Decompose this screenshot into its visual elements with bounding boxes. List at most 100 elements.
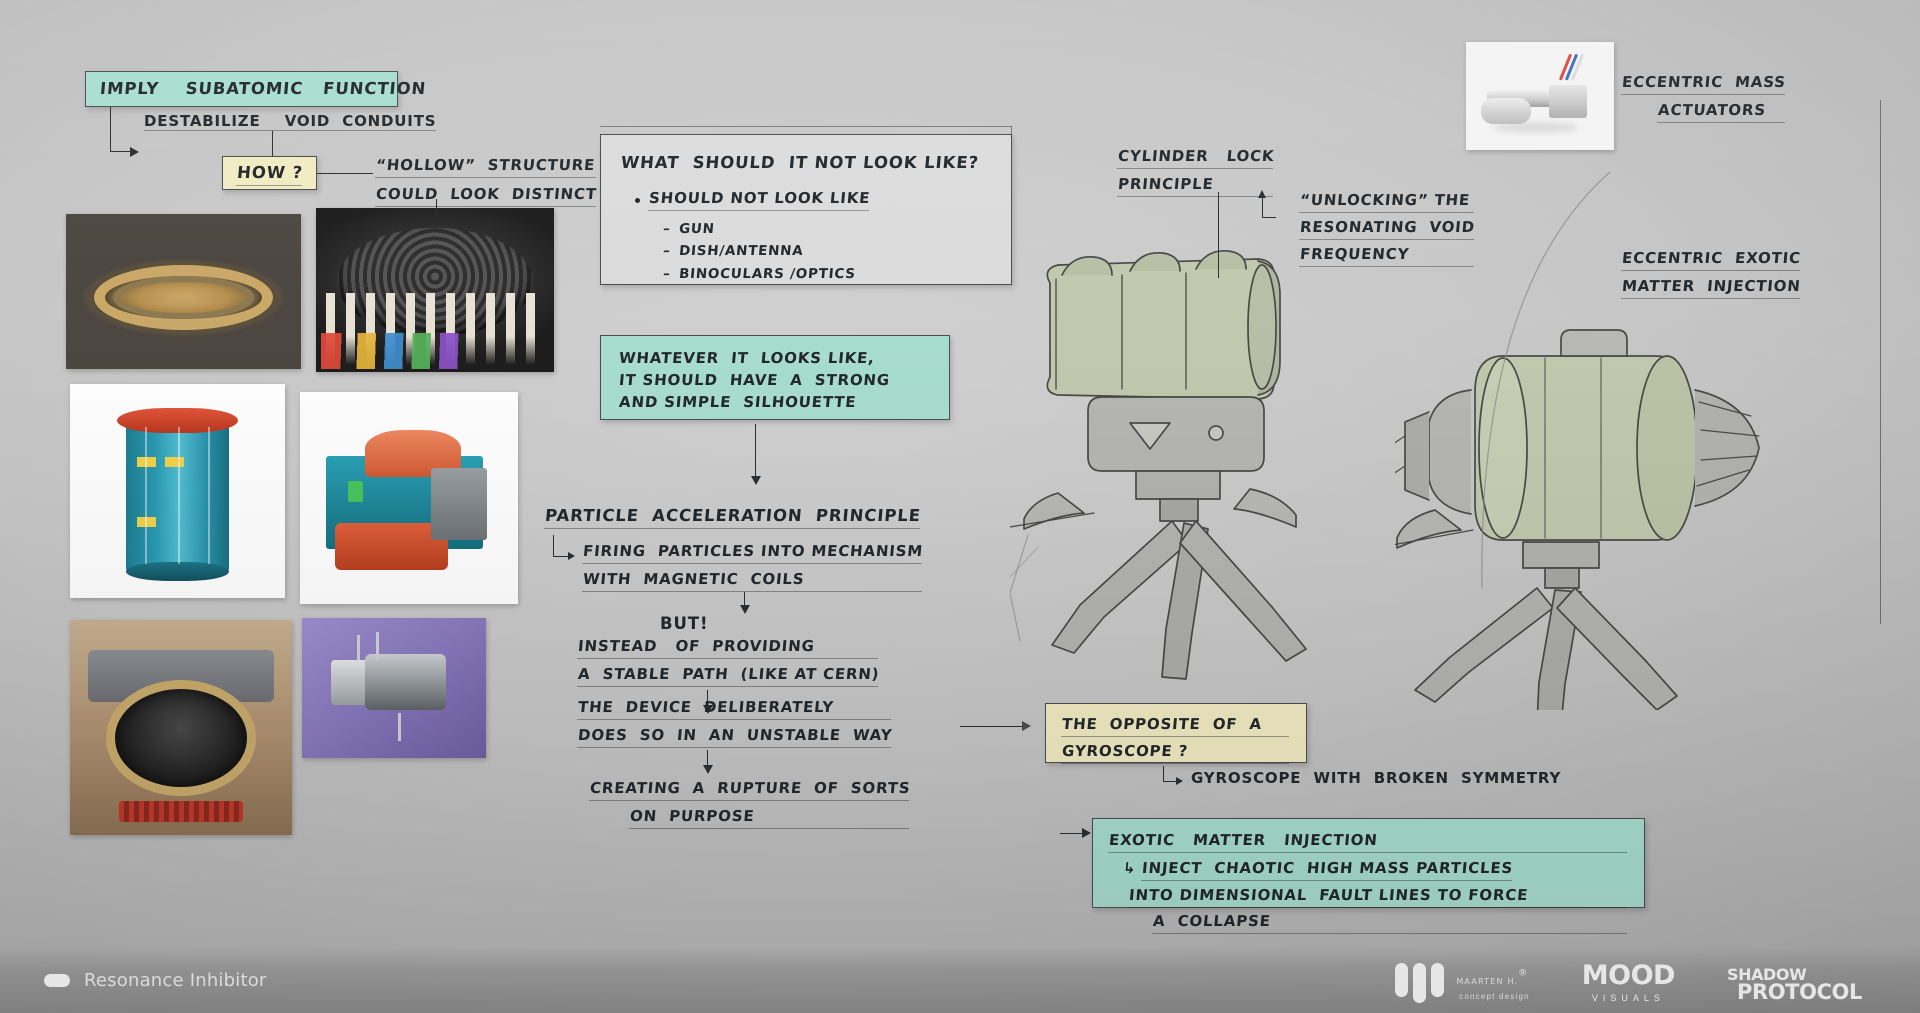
eccentric-exotic-line-1: ECCENTRIC EXOTIC xyxy=(1621,248,1802,271)
not-look-bullet: SHOULD NOT LOOK LIKE xyxy=(648,187,872,211)
arrow-right-exotic xyxy=(1082,828,1091,838)
note-eccentric-mass-actuators: ECCENTRIC MASS ACTUATORS xyxy=(1621,72,1787,123)
footer-left: Resonance Inhibitor xyxy=(0,970,267,991)
silhouette-line-3: AND SIMPLE SILHOUETTE xyxy=(618,392,858,411)
rupture-line-1: CREATING A RUPTURE OF SORTS xyxy=(589,778,912,801)
particle-title: PARTICLE ACCELERATION PRINCIPLE xyxy=(543,504,922,529)
rupture-line-2: ON PURPOSE xyxy=(629,805,912,829)
exotic-line-1: INJECT CHAOTIC HIGH MASS PARTICLES xyxy=(1141,857,1515,881)
shadow-line-1: SHADOW xyxy=(1726,965,1807,985)
arrow-right-firing xyxy=(568,552,575,560)
exotic-line-3: A COLLAPSE xyxy=(1152,911,1629,934)
note-exotic-matter-injection: EXOTIC MATTER INJECTION ↳ INJECT CHAOTIC… xyxy=(1092,818,1645,934)
reference-photo-honeycomb-dish-array xyxy=(316,208,554,372)
logo-maarten-h: MAARTEN H.® concept design xyxy=(1395,962,1530,1003)
reference-photo-toroidal-coil-rig xyxy=(66,214,301,369)
gyro-sub-text: GYROSCOPE WITH BROKEN SYMMETRY xyxy=(1191,769,1562,787)
maarten-registered-icon: ® xyxy=(1518,968,1530,979)
note-device-deliberately-unstable: THE DEVICE DELIBERATELY DOES SO IN AN UN… xyxy=(577,697,894,748)
arrow-up-unlocking-icon xyxy=(1258,190,1266,198)
note-imply-subatomic-text: IMPLY SUBATOMIC FUNCTION xyxy=(99,79,428,99)
exotic-line-2: INTO DIMENSIONAL FAULT LINES TO FORCE xyxy=(1128,884,1629,908)
arrow-right-gyro-sub xyxy=(1176,777,1183,785)
connector-line-rupture xyxy=(707,750,709,768)
connector-line-exotic xyxy=(1060,833,1082,835)
connector-line-device xyxy=(707,690,709,708)
connector-line-eccentric-mass-bracket xyxy=(1880,100,1882,624)
connector-line-hollow-tick xyxy=(436,199,438,217)
eccentric-mass-line-1: ECCENTRIC MASS xyxy=(1621,72,1787,95)
maarten-marks-icon xyxy=(1395,962,1445,1003)
note-firing-particles: FIRING PARTICLES INTO MECHANISM WITH MAG… xyxy=(582,541,924,592)
elbow-horizontal-gyro-sub xyxy=(1163,781,1177,783)
note-cylinder-lock-principle: CYLINDER LOCK PRINCIPLE xyxy=(1117,146,1276,197)
project-title: Resonance Inhibitor xyxy=(84,969,267,991)
reference-photo-small-motor-purple xyxy=(302,618,486,758)
footer-bar: Resonance Inhibitor MAARTEN H.® concept … xyxy=(0,947,1920,1013)
eccentric-mass-line-2: ACTUATORS xyxy=(1657,99,1787,123)
sketch-device-concept-front-tripod xyxy=(1010,249,1307,680)
unlocking-line-3: FREQUENCY xyxy=(1299,243,1476,267)
eccentric-exotic-line-2: MATTER INJECTION xyxy=(1621,275,1802,299)
note-opposite-of-gyroscope: THE OPPOSITE OF A GYROSCOPE ? xyxy=(1045,703,1307,764)
device-line-1: THE DEVICE DELIBERATELY xyxy=(577,697,894,720)
sketch-construction-arc xyxy=(1481,171,1611,589)
note-what-should-it-not-look-like: WHAT SHOULD IT NOT LOOK LIKE? SHOULD NOT… xyxy=(600,134,1012,285)
arrow-right-gyro xyxy=(1022,721,1031,731)
dash-icon-1: – xyxy=(662,220,672,237)
arrow-down-device xyxy=(703,705,713,714)
note-unlocking-resonating-void: “UNLOCKING” THE RESONATING VOID FREQUENC… xyxy=(1299,190,1476,267)
note-creating-rupture: CREATING A RUPTURE OF SORTS ON PURPOSE xyxy=(589,778,912,829)
not-look-item-3: BINOCULARS /OPTICS xyxy=(677,265,856,282)
shadow-line-2: PROTOCOL xyxy=(1736,979,1862,1004)
divider-line-above-notlook-box xyxy=(600,126,1012,128)
pill-marker-icon xyxy=(44,973,70,987)
reference-photo-white-linear-actuator xyxy=(1466,42,1614,150)
elbow-arrow-icon-exotic: ↳ xyxy=(1122,858,1138,877)
logo-mood-visuals: MOOD VISUALS xyxy=(1581,958,1676,1003)
elbow-horizontal-firing xyxy=(553,556,569,558)
instead-line-2: A STABLE PATH (LIKE AT CERN) xyxy=(577,663,881,687)
connector-line-elbow-destabilize xyxy=(110,151,130,153)
cylinder-line-2: PRINCIPLE xyxy=(1117,173,1276,197)
dash-icon-2: – xyxy=(662,243,672,260)
note-imply-subatomic-function: IMPLY SUBATOMIC FUNCTION xyxy=(85,71,427,107)
connector-line-silhouette-to-particle xyxy=(755,424,757,479)
silhouette-line-1: WHATEVER IT LOOKS LIKE, xyxy=(618,349,876,367)
divider-line-right-notlook-box xyxy=(1011,126,1013,138)
not-look-title: WHAT SHOULD IT NOT LOOK LIKE? xyxy=(620,153,980,172)
elbow-vertical-firing xyxy=(553,535,555,557)
sketch-device-concept-side-tripod xyxy=(1395,329,1760,710)
note-how-text: HOW ? xyxy=(235,160,304,186)
footer-logos: MAARTEN H.® concept design MOOD VISUALS … xyxy=(1395,958,1920,1003)
elbow-vertical-gyro-sub xyxy=(1163,766,1165,782)
maarten-name: MAARTEN H. xyxy=(1456,977,1519,986)
gyro-line-2: GYROSCOPE ? xyxy=(1061,740,1291,764)
exotic-title: EXOTIC MATTER INJECTION xyxy=(1108,830,1629,853)
note-hollow-structure: “HOLLOW” STRUCTURE COULD LOOK DISTINCT xyxy=(375,155,598,207)
connector-line-to-how xyxy=(272,131,274,163)
pointer-line-unlocking xyxy=(1262,194,1264,218)
mood-line-1: MOOD xyxy=(1581,959,1676,991)
note-particle-acceleration-principle: PARTICLE ACCELERATION PRINCIPLE xyxy=(543,504,922,529)
note-hollow-line-2: COULD LOOK DISTINCT xyxy=(375,183,598,207)
note-but: BUT! xyxy=(660,612,708,636)
connector-line-unstable-to-gyro xyxy=(960,726,1023,728)
note-how: HOW ? xyxy=(222,156,317,190)
connector-line-imply-to-destabilize xyxy=(110,107,112,152)
maarten-tagline: concept design xyxy=(1459,992,1530,1001)
note-strong-simple-silhouette: WHATEVER IT LOOKS LIKE, IT SHOULD HAVE A… xyxy=(600,335,950,420)
not-look-item-1: GUN xyxy=(677,220,715,237)
gyro-line-1: THE OPPOSITE OF A xyxy=(1061,714,1291,737)
bullet-dot-icon xyxy=(635,197,640,203)
unlocking-line-1: “UNLOCKING” THE xyxy=(1299,190,1476,213)
connector-line-but xyxy=(744,592,746,608)
logo-shadow-protocol: SHADOW PROTOCOL xyxy=(1727,967,1862,1002)
reference-photo-teal-orange-assembly xyxy=(300,392,518,604)
note-eccentric-exotic-matter-injection: ECCENTRIC EXOTIC MATTER INJECTION xyxy=(1621,248,1802,299)
note-destabilize-void-conduits: DESTABILIZE VOID CONDUITS xyxy=(144,111,437,133)
note-instead-of-providing: INSTEAD OF PROVIDING A STABLE PATH (LIKE… xyxy=(577,636,881,687)
particle-line-1: FIRING PARTICLES INTO MECHANISM xyxy=(582,541,924,564)
instead-line-1: INSTEAD OF PROVIDING xyxy=(577,636,881,659)
particle-line-2: WITH MAGNETIC COILS xyxy=(582,568,924,592)
